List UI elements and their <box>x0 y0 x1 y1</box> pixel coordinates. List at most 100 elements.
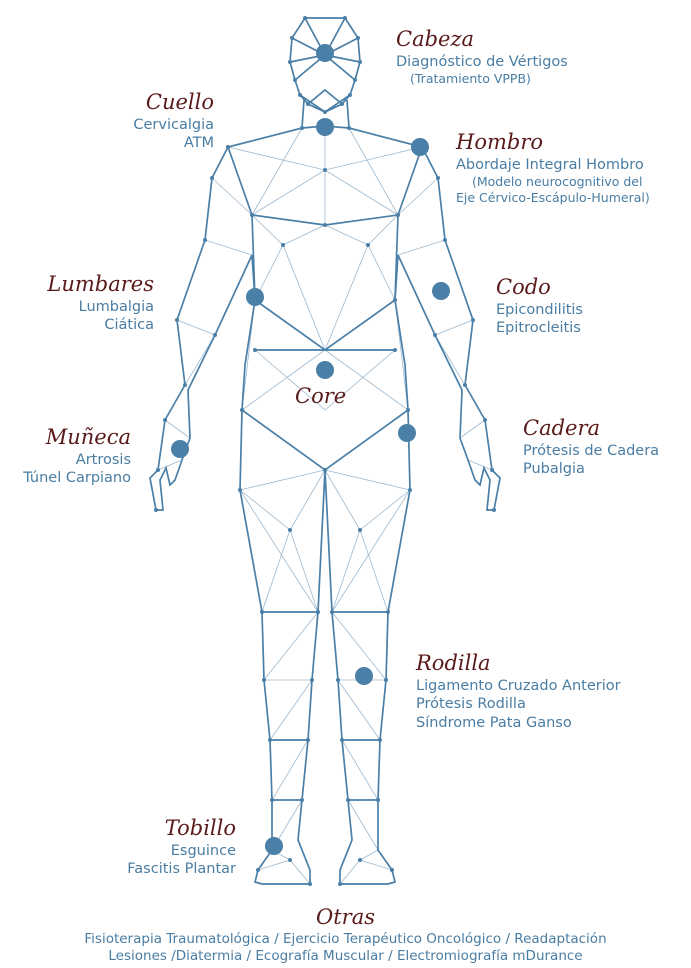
mesh-node <box>260 610 264 614</box>
hotspot-lumbares[interactable] <box>246 288 264 306</box>
mesh-node <box>348 93 352 97</box>
mesh-node <box>358 60 362 64</box>
mesh-node <box>298 93 302 97</box>
mesh-node <box>306 738 310 742</box>
mesh-node <box>281 243 285 247</box>
mesh-node <box>436 176 440 180</box>
mesh-node <box>323 468 327 472</box>
mesh-node <box>262 678 266 682</box>
hotspot-cuello[interactable] <box>316 118 334 136</box>
mesh-node <box>226 145 230 149</box>
outline-line <box>262 611 388 801</box>
region-cuello-item: Cervicalgia <box>133 117 214 134</box>
mesh-node <box>210 176 214 180</box>
region-codo[interactable]: Codo Epicondilitis Epitrocleitis <box>496 274 583 338</box>
mesh-line <box>241 299 409 411</box>
mesh-node <box>393 298 397 302</box>
figure-mesh-nodes <box>154 16 496 886</box>
region-cadera-title: Cadera <box>523 416 601 440</box>
mesh-node <box>268 738 272 742</box>
region-cabeza-item: (Tratamiento VPPB) <box>410 71 531 87</box>
mesh-node <box>408 488 412 492</box>
region-cuello[interactable]: Cuello Cervicalgia ATM <box>133 89 214 153</box>
region-muneca-item: Túnel Carpiano <box>23 470 131 487</box>
region-hombro[interactable]: Hombro Abordaje Integral Hombro (Modelo … <box>456 129 650 206</box>
region-muneca[interactable]: Muñeca Artrosis Túnel Carpiano <box>23 424 131 488</box>
region-hombro-item: Abordaje Integral Hombro <box>456 157 644 174</box>
mesh-node <box>384 678 388 682</box>
hotspot-cadera[interactable] <box>398 424 416 442</box>
region-tobillo-title: Tobillo <box>164 816 236 840</box>
mesh-node <box>336 678 340 682</box>
mesh-node <box>323 223 327 227</box>
mesh-node <box>290 36 294 40</box>
region-cabeza[interactable]: Cabeza Diagnóstico de Vértigos (Tratamie… <box>396 26 568 87</box>
region-otras-item: Fisioterapia Traumatológica / Ejercicio … <box>84 931 607 948</box>
region-cabeza-item: Diagnóstico de Vértigos <box>396 54 568 71</box>
mesh-node <box>376 798 380 802</box>
mesh-node <box>183 383 187 387</box>
region-rodilla-item: Síndrome Pata Ganso <box>416 714 572 731</box>
region-tobillo[interactable]: Tobillo Esguince Fascitis Plantar <box>127 815 236 879</box>
mesh-line <box>227 126 423 225</box>
mesh-node <box>443 238 447 242</box>
outline-line <box>289 17 361 113</box>
region-rodilla[interactable]: Rodilla Ligamento Cruzado Anterior Próte… <box>416 650 621 732</box>
region-core-title[interactable]: Core <box>295 384 347 408</box>
region-lumbares[interactable]: Lumbares Lumbalgia Ciática <box>47 271 154 335</box>
mesh-node <box>310 678 314 682</box>
mesh-line <box>157 419 493 471</box>
mesh-node <box>386 610 390 614</box>
mesh-node <box>300 126 304 130</box>
outline-line <box>324 127 501 885</box>
region-cabeza-title: Cabeza <box>396 27 475 51</box>
region-lumbares-item: Lumbalgia <box>78 299 154 316</box>
mesh-line <box>239 489 411 613</box>
region-cadera-item: Pubalgia <box>523 461 585 478</box>
mesh-node <box>163 418 167 422</box>
mesh-node <box>288 858 292 862</box>
region-rodilla-title: Rodilla <box>416 651 491 675</box>
hotspot-cabeza[interactable] <box>316 44 334 62</box>
region-codo-item: Epicondilitis <box>496 302 583 319</box>
mesh-node <box>213 333 217 337</box>
mesh-node <box>471 318 475 322</box>
region-cadera[interactable]: Cadera Prótesis de Cadera Pubalgia <box>523 415 659 479</box>
mesh-node <box>378 738 382 742</box>
region-lumbares-title: Lumbares <box>47 272 154 296</box>
region-tobillo-item: Esguince <box>170 843 236 860</box>
mesh-line <box>251 214 399 351</box>
hotspot-muneca[interactable] <box>171 440 189 458</box>
region-rodilla-item: Prótesis Rodilla <box>416 696 526 713</box>
mesh-node <box>240 408 244 412</box>
hotspot-rodilla[interactable] <box>355 667 373 685</box>
region-hombro-item: Eje Cérvico-Escápulo-Humeral) <box>456 190 650 205</box>
mesh-node <box>343 16 347 20</box>
mesh-node <box>306 102 310 106</box>
region-lumbares-item: Ciática <box>104 317 154 334</box>
mesh-node <box>347 126 351 130</box>
hotspot-core[interactable] <box>316 361 334 379</box>
mesh-node <box>356 36 360 40</box>
mesh-node <box>406 408 410 412</box>
mesh-node <box>483 418 487 422</box>
mesh-node <box>358 528 362 532</box>
mesh-line <box>271 739 379 851</box>
hotspot-codo[interactable] <box>432 282 450 300</box>
hotspot-tobillo[interactable] <box>265 837 283 855</box>
region-otras-title: Otras <box>316 905 375 929</box>
outline-line <box>149 127 326 885</box>
mesh-node <box>308 882 312 886</box>
region-rodilla-item: Ligamento Cruzado Anterior <box>416 678 621 695</box>
mesh-node <box>203 238 207 242</box>
region-codo-title: Codo <box>496 275 551 299</box>
region-otras[interactable]: Otras Fisioterapia Traumatológica / Ejer… <box>0 904 691 965</box>
region-hombro-item: (Modelo neurocognitivo del <box>472 174 643 190</box>
figure-hotspots <box>171 44 450 855</box>
mesh-node <box>316 610 320 614</box>
hotspot-hombro[interactable] <box>411 138 429 156</box>
mesh-node <box>393 348 397 352</box>
mesh-node <box>390 868 394 872</box>
region-cuello-item: ATM <box>183 135 214 152</box>
